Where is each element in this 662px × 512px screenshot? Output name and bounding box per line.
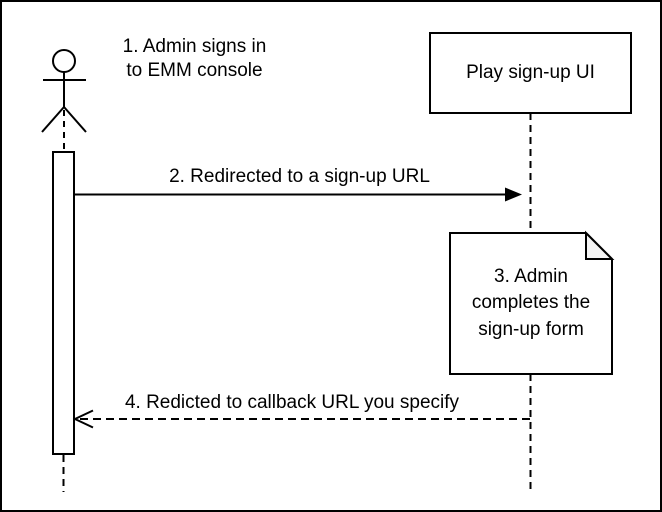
note-fold-icon xyxy=(585,230,615,260)
actor-leg-left xyxy=(41,106,65,133)
participant-box xyxy=(429,32,632,114)
note-label: 3. Admin completes the sign-up form xyxy=(471,265,591,340)
actor-leg-right xyxy=(63,106,87,133)
actor-label: 1. Admin signs in to EMM console xyxy=(122,36,267,82)
participant-label: Play sign-up UI xyxy=(466,61,595,83)
activation-bar xyxy=(52,151,75,455)
note-shape xyxy=(449,230,615,375)
actor-head xyxy=(52,49,76,73)
message-4-label: 4. Redicted to callback URL you specify xyxy=(124,392,460,413)
message-4-arrow xyxy=(72,409,530,429)
actor-figure-icon xyxy=(41,49,87,151)
message-2-arrow xyxy=(74,187,522,202)
note-body xyxy=(449,232,613,375)
message-2-arrowhead-icon xyxy=(505,187,522,202)
message-4-arrowhead-icon xyxy=(72,409,94,429)
message-2-label: 2. Redirected to a sign-up URL xyxy=(169,166,430,187)
